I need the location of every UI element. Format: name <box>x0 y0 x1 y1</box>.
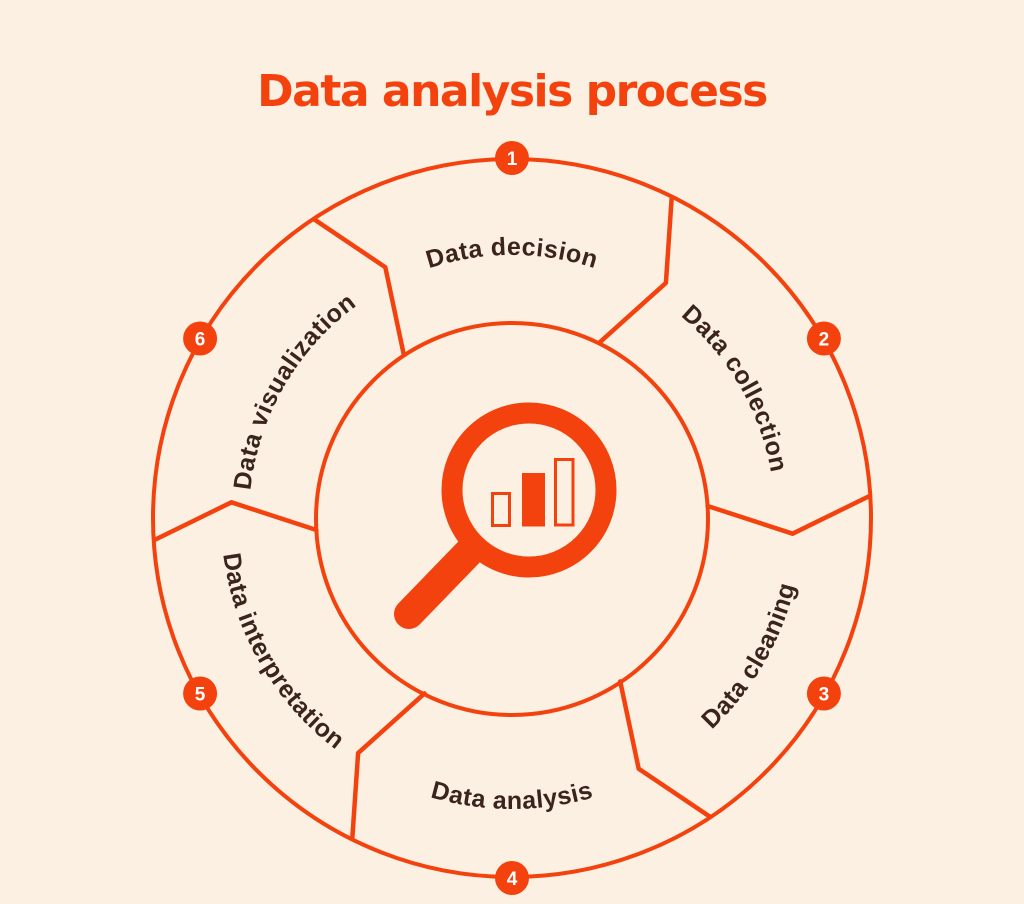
badge-number: 3 <box>819 685 830 706</box>
badge-number: 5 <box>195 685 206 706</box>
outer-circle <box>151 157 873 879</box>
bar-chart-bar-tall-icon <box>554 458 575 527</box>
segment-label-data-interpretation: Data interpretation <box>217 551 350 755</box>
segment-label-data-visualization: Data visualization <box>228 288 361 492</box>
segment-divider-4-5 <box>350 691 427 841</box>
badge-circle <box>806 676 841 711</box>
magnifier-handle <box>394 536 485 629</box>
badge-circle <box>495 861 529 895</box>
segment-divider-1-2 <box>597 195 674 345</box>
inner-circle <box>314 321 710 717</box>
step-badge-2: 2 <box>806 321 841 356</box>
badge-number: 2 <box>819 330 830 351</box>
badge-number: 6 <box>195 330 206 351</box>
segment-label-data-decision: Data decision <box>423 233 602 274</box>
segment-divider-5-6 <box>152 500 319 543</box>
step-badge-6: 6 <box>183 321 218 356</box>
segment-label-data-analysis: Data analysis <box>428 776 595 815</box>
page-title: Data analysis process <box>257 66 768 117</box>
segment-divider-2-3 <box>705 493 872 536</box>
segment-divider-3-4 <box>617 679 712 819</box>
step-badge-5: 5 <box>183 676 218 711</box>
segment-divider-6-1 <box>312 217 407 357</box>
step-badge-3: 3 <box>806 676 841 711</box>
badge-number: 4 <box>507 869 518 890</box>
step-badge-1: 1 <box>495 141 529 175</box>
badge-circle <box>495 141 529 175</box>
badge-circle <box>183 676 218 711</box>
badge-number: 1 <box>507 149 518 170</box>
bar-chart-bar-small-icon <box>491 492 511 527</box>
badge-circle <box>806 321 841 356</box>
step-badge-4: 4 <box>495 861 529 895</box>
bar-chart-bar-medium-icon <box>522 473 545 527</box>
magnifier-lens <box>441 402 617 578</box>
segment-label-data-cleaning: Data cleaning <box>696 580 801 734</box>
badge-circle <box>183 321 218 356</box>
magnifier-bar-chart-icon <box>394 402 617 629</box>
